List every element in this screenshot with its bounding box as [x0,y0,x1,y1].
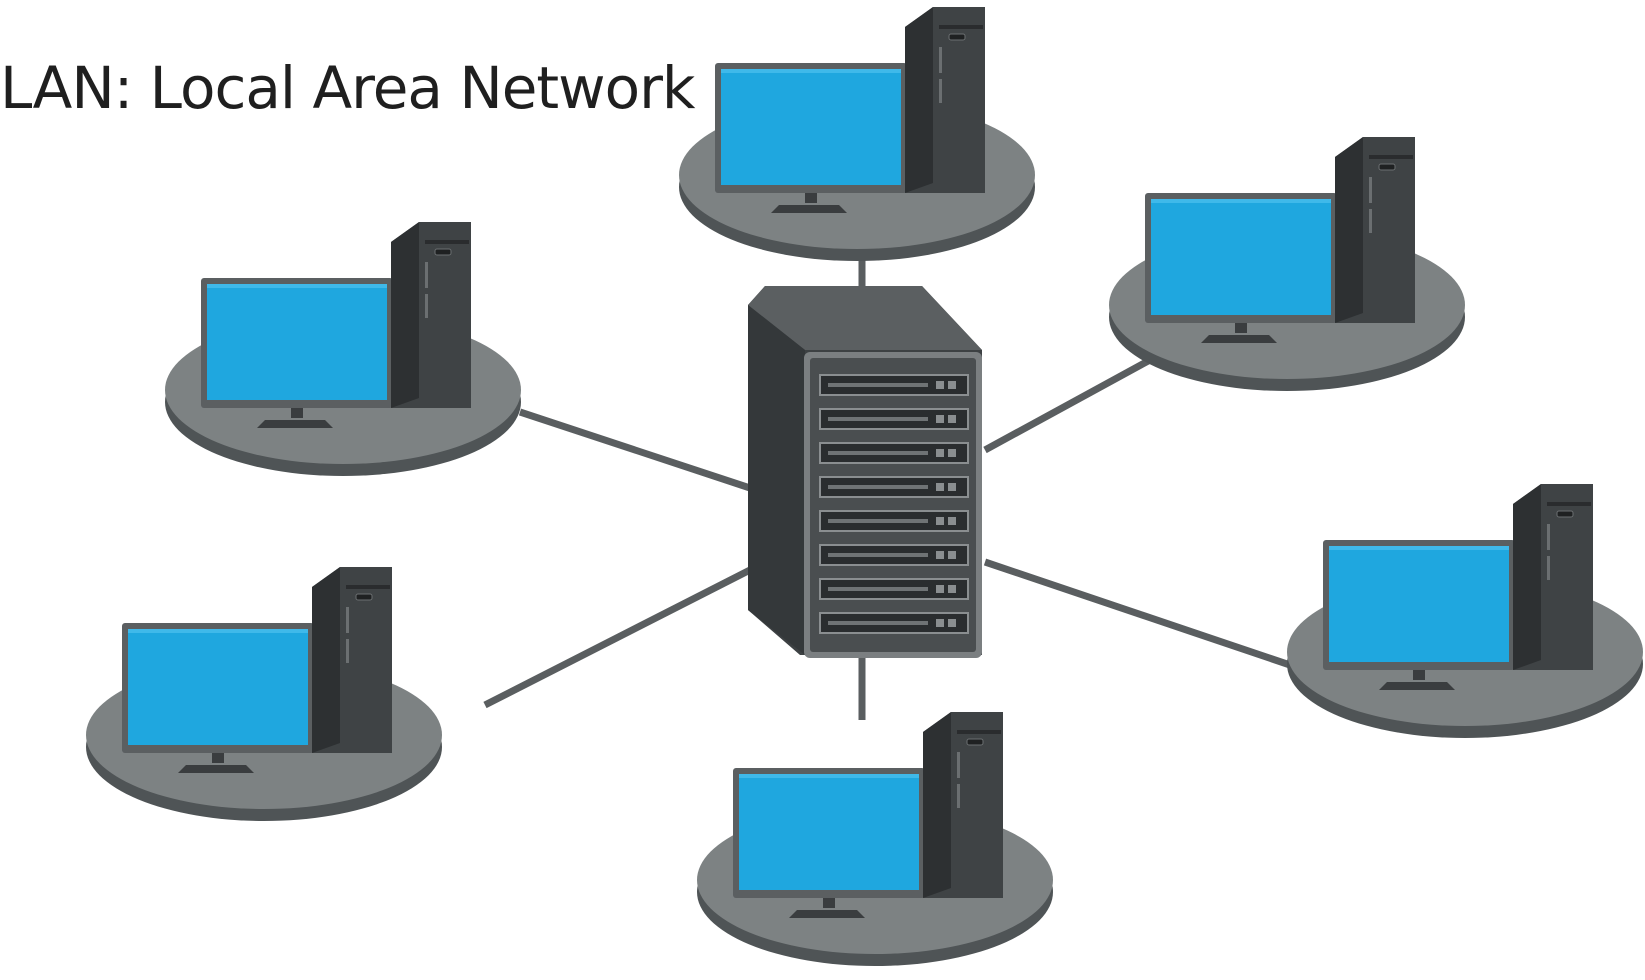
network-cables [483,245,1292,720]
desktop-computer-icon [1286,483,1644,739]
drive-bay [819,476,969,498]
drive-bay [819,510,969,532]
cable-lower-right [983,558,1292,669]
desktop-computer-icon [164,221,522,477]
workstation-upper-right [1108,136,1466,392]
drive-bay [819,578,969,600]
drive-bay [819,442,969,464]
drive-bay [819,612,969,634]
desktop-computer-icon [85,566,443,822]
desktop-computer-icon [696,711,1054,967]
drive-bay [819,408,969,430]
drive-bay [819,544,969,566]
cable-lower-left [483,566,752,709]
drive-bays [819,374,969,634]
cable-upper-left [518,408,752,492]
desktop-computer-icon [1108,136,1466,392]
workstation-lower-right [1286,483,1644,739]
workstation-upper-left [164,221,522,477]
desktop-computer-icon [678,6,1036,262]
workstation-lower-left [85,566,443,822]
server-rack-icon [748,286,982,658]
drive-bay [819,374,969,396]
cable-upper-right [983,356,1152,454]
workstation-top [678,6,1036,262]
diagram-title: LAN: Local Area Network [0,54,696,122]
workstation-bottom [696,711,1054,967]
